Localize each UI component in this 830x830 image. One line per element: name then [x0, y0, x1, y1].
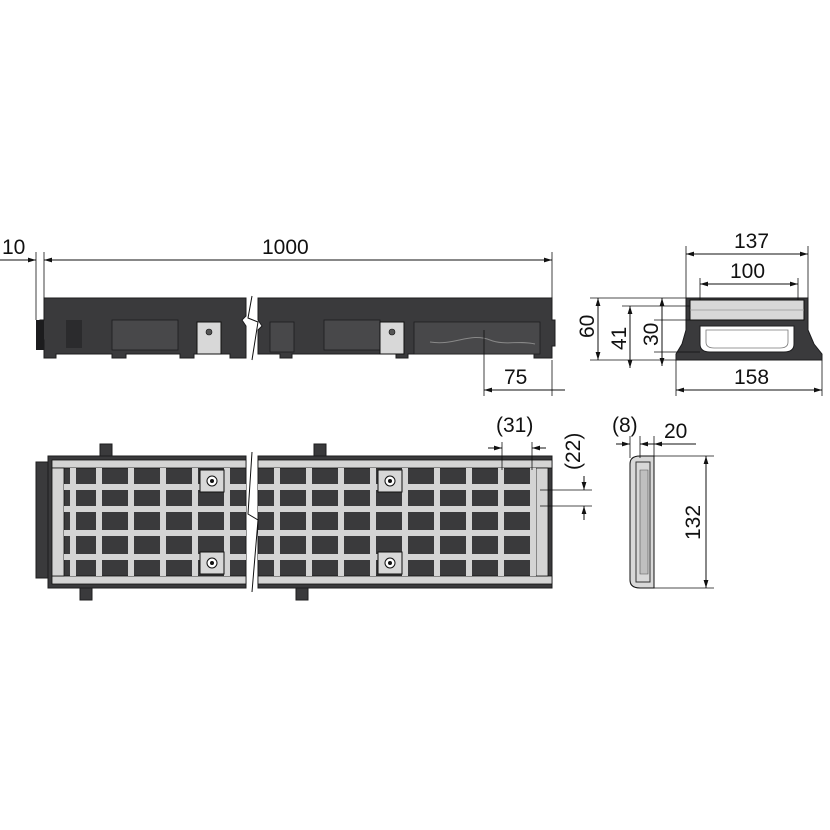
break-line: [247, 295, 259, 361]
side-tab: [99, 443, 113, 457]
dim-height-30: 30: [640, 323, 663, 346]
dim-total-height: 60: [576, 315, 599, 338]
grate-side-view: (8) 20 132: [612, 414, 714, 589]
dim-slot-length: (31): [496, 414, 533, 437]
left-end-cap: [36, 320, 44, 350]
clip-bracket-1: [196, 321, 222, 355]
cross-section-view: 137 100 158 60 41 30: [576, 230, 823, 396]
side-tab: [295, 587, 309, 601]
clip-bracket-2: [379, 321, 405, 355]
fastener-icon: [377, 551, 403, 575]
fastener-icon: [377, 469, 403, 493]
dim-top-width: 137: [734, 230, 769, 253]
dim-length: 1000: [262, 236, 309, 259]
top-view: (31) (22): [35, 414, 592, 601]
side-tab: [79, 587, 93, 601]
dim-grate-offset: 20: [664, 420, 687, 443]
dim-outlet: 75: [504, 366, 527, 389]
dim-height-41: 41: [608, 327, 631, 350]
dim-base-width: 158: [734, 366, 769, 389]
screw-icon: [205, 328, 213, 336]
screw-icon: [388, 328, 396, 336]
dim-inner-width: 100: [730, 260, 765, 283]
dim-end-offset: 10: [2, 236, 25, 259]
side-view: 10 1000 75: [0, 236, 565, 396]
outlet-profile: [413, 321, 541, 355]
break-line: [247, 451, 259, 593]
dim-grate-thickness: (8): [612, 414, 638, 437]
fastener-icon: [199, 469, 225, 493]
end-cap: [35, 461, 49, 579]
side-tab: [313, 443, 327, 457]
grate-mesh-left: [64, 468, 246, 576]
fastener-icon: [199, 551, 225, 575]
dim-slot-width: (22): [562, 433, 585, 470]
dim-grate-width: 132: [682, 505, 705, 540]
